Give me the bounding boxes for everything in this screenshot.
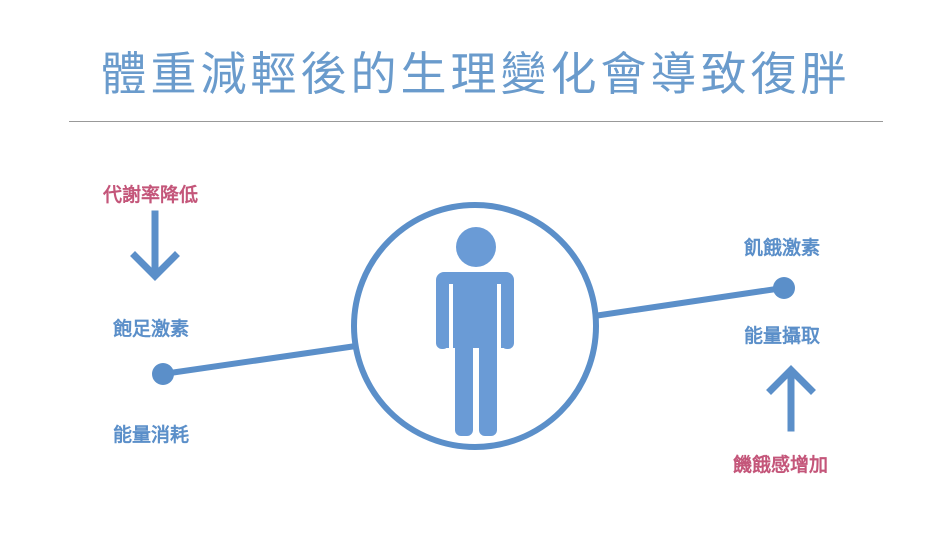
person-icon <box>436 227 514 436</box>
balance-line-right <box>591 285 786 319</box>
page-title: 體重減輕後的生理變化會導致復胖 <box>100 47 851 101</box>
balance-dot-right <box>773 277 795 299</box>
metabolism-decrease-label: 代謝率降低 <box>103 184 199 206</box>
balance-line-left <box>160 343 359 377</box>
arrow-up-icon <box>766 365 816 432</box>
satiety-hormone-label: 飽足激素 <box>113 318 190 340</box>
energy-expenditure-label: 能量消耗 <box>113 424 190 446</box>
hunger-increase-label: 饑餓感增加 <box>733 454 829 476</box>
energy-intake-label: 能量攝取 <box>744 325 821 347</box>
arrow-down-icon <box>130 210 180 281</box>
balance-dot-left <box>152 363 174 385</box>
hunger-hormone-label: 飢餓激素 <box>744 237 821 259</box>
title-divider <box>69 121 883 122</box>
